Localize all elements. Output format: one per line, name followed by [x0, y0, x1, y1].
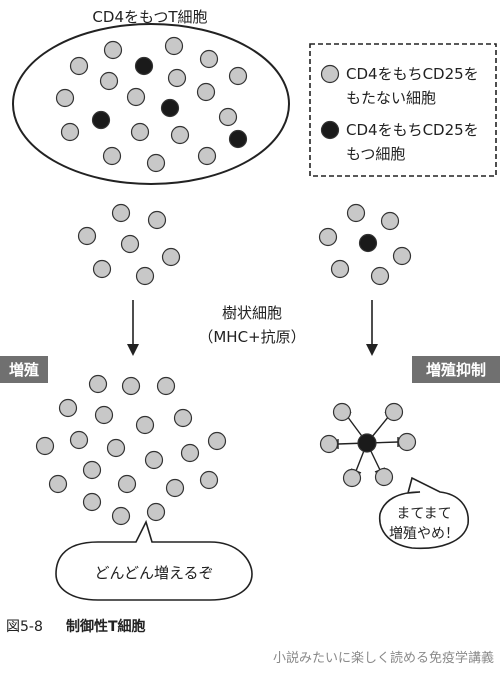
gray-cell: [332, 402, 352, 422]
gray-cell: [35, 436, 55, 456]
gray-cell: [146, 502, 166, 522]
gray-cell: [161, 247, 181, 267]
gray-cell: [380, 211, 400, 231]
gray-cell: [207, 431, 227, 451]
gray-cell: [167, 68, 187, 88]
gray-cell: [106, 438, 126, 458]
gray-cell: [126, 87, 146, 107]
figure-title: 制御性T細胞: [66, 618, 146, 635]
gray-cell: [342, 468, 362, 488]
gray-cell: [330, 259, 350, 279]
ellipse-cells: [55, 36, 248, 173]
gray-cell: [120, 234, 140, 254]
black-cell: [160, 98, 180, 118]
legend-gray-label-1: CD4をもちCD25を: [346, 65, 479, 83]
black-cell: [134, 56, 154, 76]
black-cell: [358, 233, 378, 253]
gray-cell: [130, 122, 150, 142]
gray-cell: [121, 376, 141, 396]
gray-cell: [180, 443, 200, 463]
gray-cell: [111, 203, 131, 223]
gray-cell: [48, 474, 68, 494]
suppression-speech-bubble: まてまて 増殖やめ！: [378, 476, 469, 550]
gray-cell: [318, 227, 338, 247]
gray-cell: [55, 88, 75, 108]
suppression-bubble-line1: まてまて: [396, 506, 451, 522]
black-cell: [91, 110, 111, 130]
gray-cell: [99, 71, 119, 91]
gray-cell: [58, 398, 78, 418]
gray-cell: [370, 266, 390, 286]
gray-cell: [94, 405, 114, 425]
gray-cell: [164, 36, 184, 56]
gray-cell: [392, 246, 412, 266]
gray-cell: [319, 434, 339, 454]
mhc-antigen-label: （MHC+抗原）: [198, 328, 305, 346]
proliferation-tag-label: 増殖: [9, 361, 39, 379]
legend-black-label-2: もつ細胞: [346, 145, 405, 163]
gray-cell: [135, 415, 155, 435]
gray-cell: [197, 146, 217, 166]
proliferation-bubble-text: どんどん増えるぞ: [94, 564, 213, 582]
proliferation-speech-bubble: どんどん増えるぞ: [55, 519, 253, 601]
gray-cell: [92, 259, 112, 279]
dendritic-cell-label: 樹状細胞: [222, 304, 282, 322]
suppression-illustration: [319, 402, 417, 488]
right-arrow: [366, 300, 378, 356]
gray-cell: [77, 226, 97, 246]
left-middle-cluster: [77, 203, 181, 286]
proliferated-cells: [35, 374, 227, 526]
gray-cell: [144, 450, 164, 470]
gray-cell: [111, 506, 131, 526]
gray-cell: [102, 146, 122, 166]
gray-cell: [218, 107, 238, 127]
left-arrow: [127, 300, 139, 356]
gray-cell: [228, 66, 248, 86]
gray-cell: [88, 374, 108, 394]
gray-cell: [346, 203, 366, 223]
black-cell: [357, 433, 377, 453]
gray-cell: [82, 492, 102, 512]
gray-cell: [170, 125, 190, 145]
gray-cell: [384, 402, 404, 422]
top-title: CD4をもつT細胞: [92, 8, 207, 26]
legend-black-label-1: CD4をもちCD25を: [346, 121, 479, 139]
gray-cell: [103, 40, 123, 60]
suppression-tag: 増殖抑制: [412, 356, 500, 383]
gray-cell: [374, 467, 394, 487]
gray-cell: [82, 460, 102, 480]
legend-black-swatch: [320, 120, 340, 140]
right-middle-cluster: [318, 203, 412, 286]
gray-cell: [135, 266, 155, 286]
gray-cell: [147, 210, 167, 230]
gray-cell: [173, 408, 193, 428]
gray-cell: [60, 122, 80, 142]
gray-cell: [69, 56, 89, 76]
legend-box: [309, 43, 497, 177]
suppression-bubble-line2: 増殖やめ！: [389, 525, 459, 542]
gray-cell: [397, 432, 417, 452]
figure-number: 図5-8: [6, 619, 43, 635]
gray-cell: [196, 82, 216, 102]
black-cell: [228, 129, 248, 149]
gray-cell: [199, 470, 219, 490]
gray-cell: [156, 376, 176, 396]
gray-cell: [165, 478, 185, 498]
legend-gray-swatch: [320, 64, 340, 84]
gray-cell: [146, 153, 166, 173]
legend-gray-label-2: もたない細胞: [346, 89, 436, 107]
legend: CD4をもちCD25を もたない細胞 CD4をもちCD25を もつ細胞: [309, 43, 497, 177]
proliferation-tag: 増殖: [0, 356, 48, 383]
gray-cell: [117, 474, 137, 494]
book-footer: 小説みたいに楽しく読める免疫学講義: [273, 650, 494, 666]
gray-cell: [69, 430, 89, 450]
gray-cell: [199, 49, 219, 69]
suppression-tag-label: 増殖抑制: [426, 361, 486, 379]
